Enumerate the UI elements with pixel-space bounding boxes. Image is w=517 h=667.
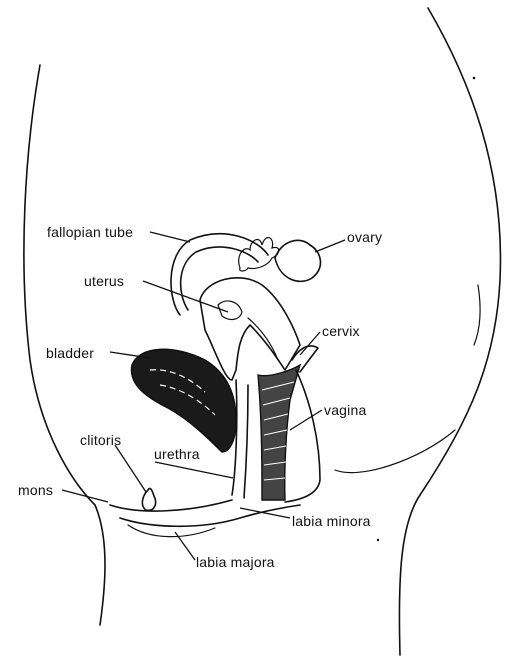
clitoris-shape	[142, 488, 155, 510]
fallopian-tube-shape	[171, 234, 268, 315]
leader-mons	[62, 490, 108, 502]
label-vagina: vagina	[324, 402, 366, 418]
buttock-line	[474, 285, 480, 345]
uterus-shape	[200, 278, 300, 380]
leader-fallopian-tube	[150, 232, 190, 242]
leader-cervix	[300, 332, 320, 355]
label-labia-minora: labia minora	[292, 513, 371, 529]
label-mons: mons	[18, 482, 53, 498]
label-uterus: uterus	[84, 273, 124, 289]
label-urethra: urethra	[154, 446, 200, 462]
label-ovary: ovary	[347, 229, 382, 245]
leader-clitoris	[115, 445, 146, 492]
leader-vagina	[290, 410, 322, 430]
label-cervix: cervix	[322, 323, 360, 339]
fimbriae-shape	[239, 238, 279, 271]
label-bladder: bladder	[46, 345, 94, 361]
labia-outline	[110, 500, 300, 526]
label-fallopian-tube: fallopian tube	[47, 224, 133, 240]
ovary-shape	[275, 240, 320, 281]
leader-ovary	[315, 240, 345, 252]
speck-2	[377, 539, 379, 541]
label-clitoris: clitoris	[80, 432, 121, 448]
thigh-line	[335, 430, 455, 473]
body-outline-right	[399, 8, 500, 655]
speck	[473, 77, 476, 80]
leader-urethra	[155, 462, 233, 478]
label-labia-majora: labia majora	[196, 554, 275, 570]
